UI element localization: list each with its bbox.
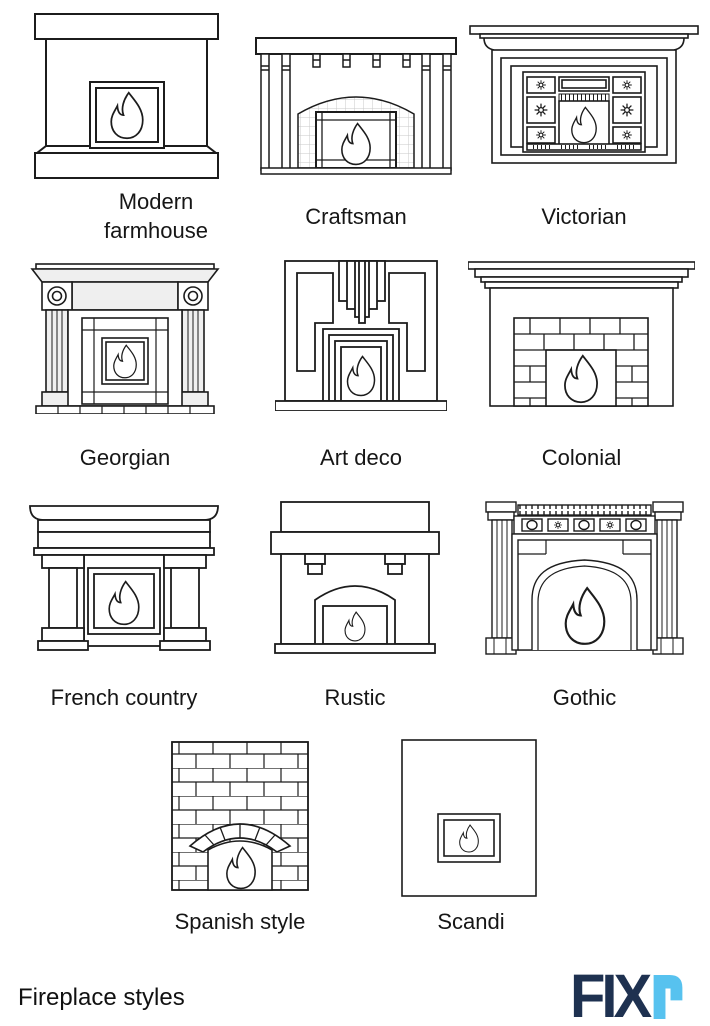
style-label: Victorian <box>541 204 627 229</box>
style-tile-spanish-style: Spanish style <box>170 740 310 934</box>
style-tile-rustic: Rustic <box>269 500 441 710</box>
spanish-style-fireplace-icon <box>171 741 309 891</box>
style-label: Colonial <box>541 445 622 470</box>
style-label: Gothic <box>552 685 617 710</box>
fixr-logo-text: FIX <box>570 962 652 1026</box>
style-label: French country <box>50 685 198 710</box>
rustic-fireplace-icon <box>270 501 440 654</box>
style-tile-scandi: Scandi <box>400 738 538 934</box>
modern-farmhouse-fireplace-icon <box>34 13 219 179</box>
style-tile-art-deco: Art deco <box>275 259 447 470</box>
french-country-fireplace-icon <box>29 505 219 651</box>
fixr-logo-r-icon <box>653 975 683 1019</box>
georgian-fireplace-icon <box>30 263 220 414</box>
style-label: Spanish style <box>174 909 306 934</box>
style-tile-modern-farmhouse: Modern farmhouse <box>33 12 220 243</box>
scandi-fireplace-icon <box>401 739 537 897</box>
art-deco-fireplace-icon <box>275 260 447 411</box>
style-label: Modern farmhouse <box>104 189 208 243</box>
victorian-fireplace-icon <box>469 25 699 164</box>
style-label: Georgian <box>79 445 171 470</box>
gothic-fireplace-icon <box>485 501 684 655</box>
craftsman-fireplace-icon <box>255 37 457 175</box>
style-tile-georgian: Georgian <box>30 262 220 470</box>
style-tile-craftsman: Craftsman <box>255 36 457 229</box>
style-label: Rustic <box>324 685 386 710</box>
style-tile-gothic: Gothic <box>482 500 687 710</box>
colonial-fireplace-icon <box>468 261 695 407</box>
style-tile-victorian: Victorian <box>468 20 700 229</box>
style-label: Art deco <box>320 445 402 470</box>
style-label: Craftsman <box>305 204 407 229</box>
fixr-logo: FIX <box>570 962 685 1026</box>
style-tile-colonial: Colonial <box>468 260 695 470</box>
style-tile-french-country: French country <box>28 500 220 710</box>
style-label: Scandi <box>437 909 505 934</box>
page-title: Fireplace styles <box>18 984 185 1011</box>
